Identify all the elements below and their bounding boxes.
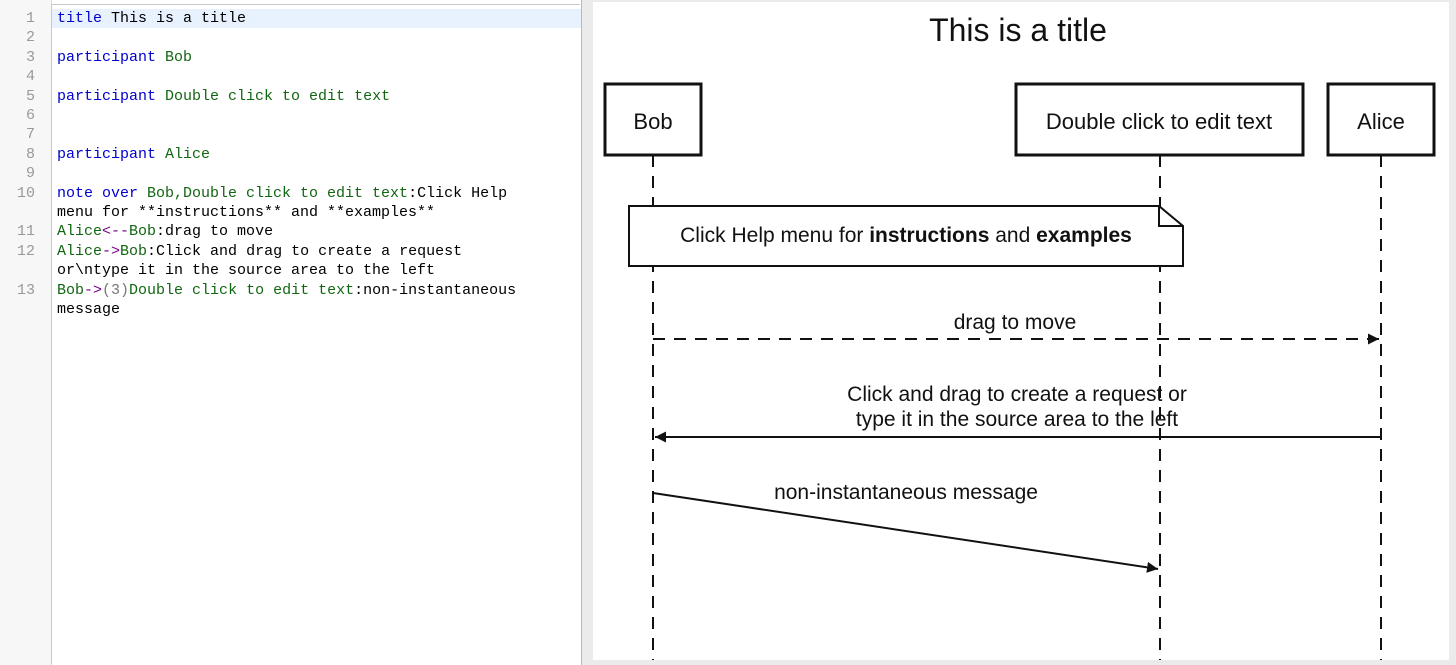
code-token: -> bbox=[84, 281, 103, 299]
code-token: Alice bbox=[156, 145, 211, 163]
message-create-request-line1: Click and drag to create a request or bbox=[847, 383, 1187, 406]
note-text-bold-examples: examples bbox=[1036, 224, 1132, 247]
code-token: Alice bbox=[57, 223, 103, 241]
code-token: participant bbox=[57, 87, 157, 105]
code-token: :non-instantaneous bbox=[354, 281, 517, 299]
code-token: Double click to edit text bbox=[129, 281, 355, 299]
line-number: 7 bbox=[25, 126, 35, 144]
code-line[interactable]: Alice<--Bob:drag to move bbox=[57, 222, 575, 241]
line-number: 3 bbox=[25, 48, 35, 66]
line-number: 4 bbox=[25, 68, 35, 86]
code-line[interactable]: participant Bob bbox=[57, 48, 575, 67]
line-number: 10 bbox=[16, 184, 35, 202]
code-line[interactable]: message bbox=[57, 300, 575, 319]
note-text-bold-instructions: instructions bbox=[869, 224, 989, 247]
diagram-title: This is a title bbox=[929, 12, 1107, 48]
code-line[interactable]: participant Alice bbox=[57, 145, 575, 164]
line-number: 1 bbox=[25, 10, 35, 27]
code-line[interactable]: or\ntype it in the source area to the le… bbox=[57, 261, 575, 280]
code-token: Bob bbox=[120, 242, 148, 260]
message-non-instantaneous[interactable]: non-instantaneous message bbox=[652, 481, 1159, 573]
line-number: 9 bbox=[25, 165, 35, 183]
code-token: title bbox=[57, 10, 103, 27]
line-number: 13 bbox=[16, 281, 35, 299]
line-number: 8 bbox=[25, 145, 35, 163]
code-token: :Click Help bbox=[408, 184, 508, 202]
editor-frame bbox=[51, 4, 580, 664]
code-line[interactable]: title This is a title bbox=[57, 9, 575, 28]
code-token: or\ntype it in the source area to the le… bbox=[57, 262, 436, 280]
code-token: :Click and drag to create a request bbox=[147, 242, 463, 260]
message-non-instantaneous-label: non-instantaneous message bbox=[774, 481, 1038, 504]
code-token: participant bbox=[57, 48, 157, 66]
code-token: (3) bbox=[102, 281, 130, 299]
code-token: Alice bbox=[57, 242, 103, 260]
code-token: message bbox=[57, 301, 121, 318]
diagram-canvas[interactable]: This is a title Bob Double click to edit… bbox=[593, 2, 1449, 660]
line-number: 2 bbox=[25, 29, 35, 47]
code-token: Bob bbox=[129, 223, 157, 241]
message-drag-to-move[interactable]: drag to move bbox=[653, 311, 1379, 345]
code-token: -> bbox=[102, 242, 121, 260]
sequence-diagram[interactable]: This is a title Bob Double click to edit… bbox=[593, 2, 1449, 660]
participant-alice-label: Alice bbox=[1357, 109, 1405, 134]
line-number: 5 bbox=[25, 87, 35, 105]
code-line[interactable]: participant Double click to edit text bbox=[57, 87, 575, 106]
code-token: <-- bbox=[102, 223, 130, 241]
active-line-highlight bbox=[52, 9, 581, 28]
note-text: Click Help menu for instructions and exa… bbox=[680, 224, 1132, 247]
participant-double-click-label: Double click to edit text bbox=[1046, 109, 1272, 134]
message-create-request[interactable]: Click and drag to create a request or ty… bbox=[655, 383, 1381, 443]
code-token: Double click to edit text bbox=[156, 87, 391, 105]
code-token: :drag to move bbox=[156, 223, 274, 241]
code-token: menu for **instructions** and **examples… bbox=[57, 204, 436, 221]
note-text-middle: and bbox=[989, 224, 1036, 247]
code-token: Bob bbox=[156, 48, 193, 66]
participant-double-click[interactable]: Double click to edit text bbox=[1014, 82, 1305, 157]
line-number: 12 bbox=[16, 242, 35, 260]
code-line[interactable]: Alice->Bob:Click and drag to create a re… bbox=[57, 242, 575, 261]
code-token: participant bbox=[57, 145, 157, 163]
line-number-gutter: 1 2 3 4 5 6 7 8 9 10 11 12 13 bbox=[0, 0, 52, 665]
participant-bob[interactable]: Bob bbox=[603, 82, 703, 157]
line-number: 6 bbox=[25, 107, 35, 124]
participant-alice[interactable]: Alice bbox=[1326, 82, 1436, 157]
code-token: Bob bbox=[57, 281, 85, 299]
code-token: This is a title bbox=[102, 10, 247, 27]
note-box[interactable]: Click Help menu for instructions and exa… bbox=[628, 205, 1184, 267]
code-token: Bob,Double click to edit text bbox=[138, 184, 409, 202]
code-token: note over bbox=[57, 184, 139, 202]
code-line[interactable]: note over Bob,Double click to edit text:… bbox=[57, 184, 575, 203]
message-drag-to-move-label: drag to move bbox=[954, 311, 1077, 334]
code-line[interactable]: menu for **instructions** and **examples… bbox=[57, 203, 575, 222]
message-create-request-line2: type it in the source area to the left bbox=[856, 408, 1178, 431]
line-number: 11 bbox=[16, 223, 35, 241]
code-line[interactable]: Bob->(3)Double click to edit text:non-in… bbox=[57, 281, 575, 300]
source-editor[interactable]: 1 2 3 4 5 6 7 8 9 10 11 12 13 title This… bbox=[0, 0, 582, 665]
participant-bob-label: Bob bbox=[633, 109, 672, 134]
note-text-prefix: Click Help menu for bbox=[680, 224, 869, 247]
